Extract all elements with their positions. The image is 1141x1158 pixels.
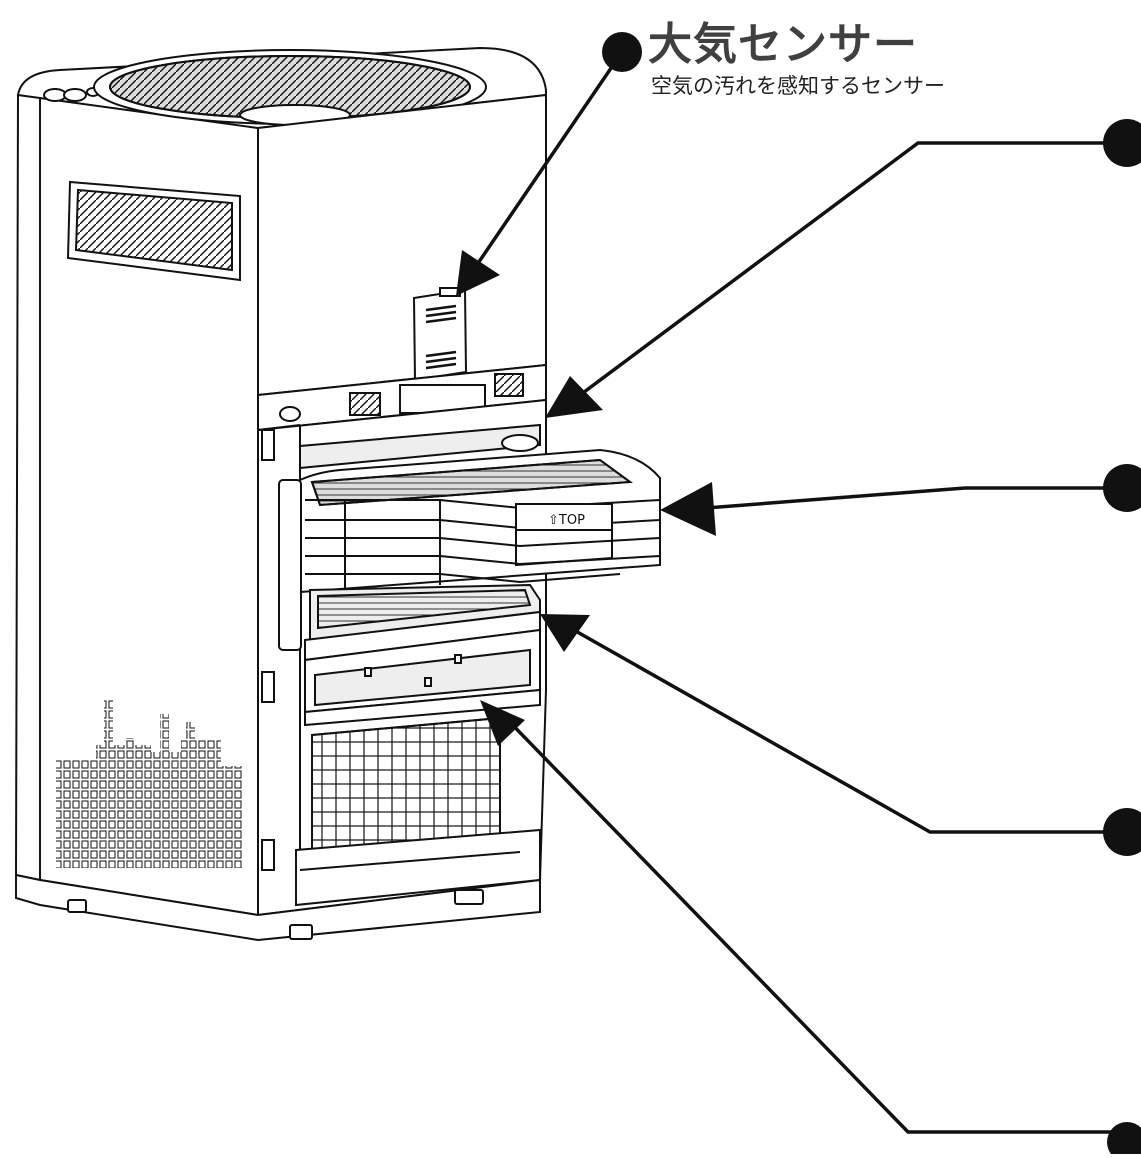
hepa-filter-pulled-out: ⇧TOP [299, 448, 661, 594]
side-vent [66, 180, 241, 282]
control-panel-buttons [43, 87, 100, 102]
sensor-callout-title: 大気センサー [648, 19, 918, 70]
callout-dot-5 [1107, 1122, 1141, 1158]
sensor-callout-dot [602, 32, 642, 72]
callout-line-2 [558, 141, 1120, 412]
arrowhead-3 [660, 482, 716, 536]
sensor-callout-description: 空気の汚れを感知するセンサー [651, 74, 945, 98]
callout-dot-2 [1103, 119, 1141, 167]
arrowhead-5 [480, 700, 525, 746]
callout-line-4 [564, 623, 1120, 834]
callout-dot-3 [1103, 464, 1141, 512]
air-purifier-illustration: ⇧TOP [14, 46, 661, 942]
callout-dot-4 [1103, 808, 1141, 856]
upper-front-panel [257, 93, 547, 397]
base [15, 873, 541, 942]
arrowhead-4 [540, 614, 590, 652]
callout-line-5 [498, 710, 1120, 1134]
bottom-tray [304, 628, 541, 727]
sensor-callout-line [468, 51, 624, 276]
decorative-side-grid [56, 700, 242, 868]
callout-lines [468, 51, 1120, 1134]
arrowhead-2 [545, 376, 603, 418]
housing-left-rail [278, 479, 302, 651]
callout-line-3 [679, 486, 1120, 512]
lower-mesh-grill [295, 716, 541, 907]
callout-arrowheads [456, 250, 716, 746]
fan-outlet [93, 49, 487, 126]
callout-dots [602, 32, 1141, 1158]
air-sensor-cover [412, 287, 468, 382]
sensor-arrowhead [456, 250, 500, 296]
tray-top-label: ⇧TOP [548, 513, 585, 528]
pre-filter-tray [304, 583, 541, 662]
